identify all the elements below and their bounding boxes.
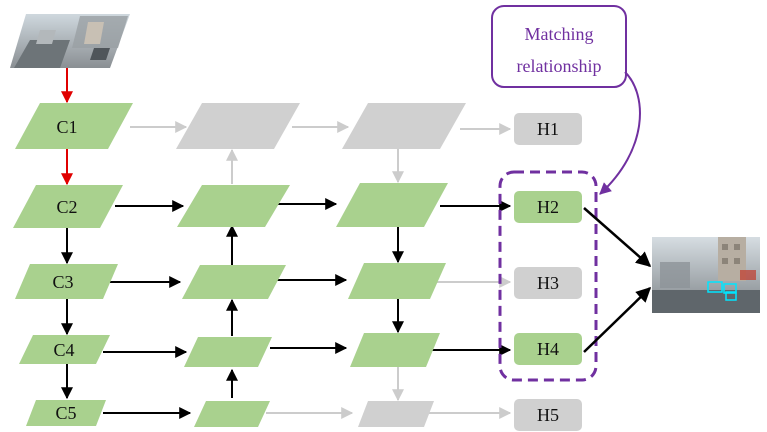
node-c3: C3 [15,264,118,299]
bu-node-1 [342,103,466,149]
svg-text:C5: C5 [55,403,76,423]
row4-arrows [103,342,512,358]
topdown-nodes [176,103,300,427]
head-h1: H1 [514,113,582,145]
svg-text:relationship: relationship [517,56,602,76]
row3-arrows [110,274,512,288]
svg-text:H5: H5 [537,405,559,425]
node-c1: C1 [15,103,133,149]
node-c4: C4 [19,335,110,364]
node-c5: C5 [26,400,106,426]
td-node-5 [194,401,270,427]
detection-box-2 [723,283,737,294]
node-c2: C2 [13,185,123,228]
td-node-4 [184,337,272,367]
head-h4: H4 [514,333,582,365]
head-h2: H2 [514,191,582,223]
svg-text:C3: C3 [52,272,73,292]
selection-dashed-box [498,170,598,382]
svg-text:H1: H1 [537,119,559,139]
row2-arrows [115,198,512,212]
svg-text:H4: H4 [537,339,559,359]
svg-text:C4: C4 [53,340,74,360]
matching-relationship-callout: Matching relationship [491,5,641,195]
output-image [652,237,760,313]
bu-node-2 [336,183,448,227]
backbone-nodes: C1 C2 C3 C4 C5 [13,103,133,426]
detection-box-1 [707,281,723,293]
svg-text:Matching: Matching [525,24,594,44]
detection-heads: H1 H2 H3 H4 H5 [514,113,582,431]
svg-text:H3: H3 [537,273,559,293]
svg-text:H2: H2 [537,197,559,217]
input-image [10,14,130,68]
bu-node-4 [350,333,440,367]
td-node-3 [182,265,286,299]
svg-text:C1: C1 [56,117,77,137]
svg-text:C2: C2 [56,197,77,217]
td-node-2 [177,185,290,227]
td-node-1 [176,103,300,149]
output-arrows [583,207,652,353]
callout-arrow [599,71,641,195]
detection-box-3 [725,291,737,301]
head-h3: H3 [514,267,582,299]
row1-arrows [130,121,512,135]
bu-node-5 [358,401,434,427]
head-h5: H5 [514,399,582,431]
bu-node-3 [348,263,446,299]
bottomup-nodes [336,103,466,427]
